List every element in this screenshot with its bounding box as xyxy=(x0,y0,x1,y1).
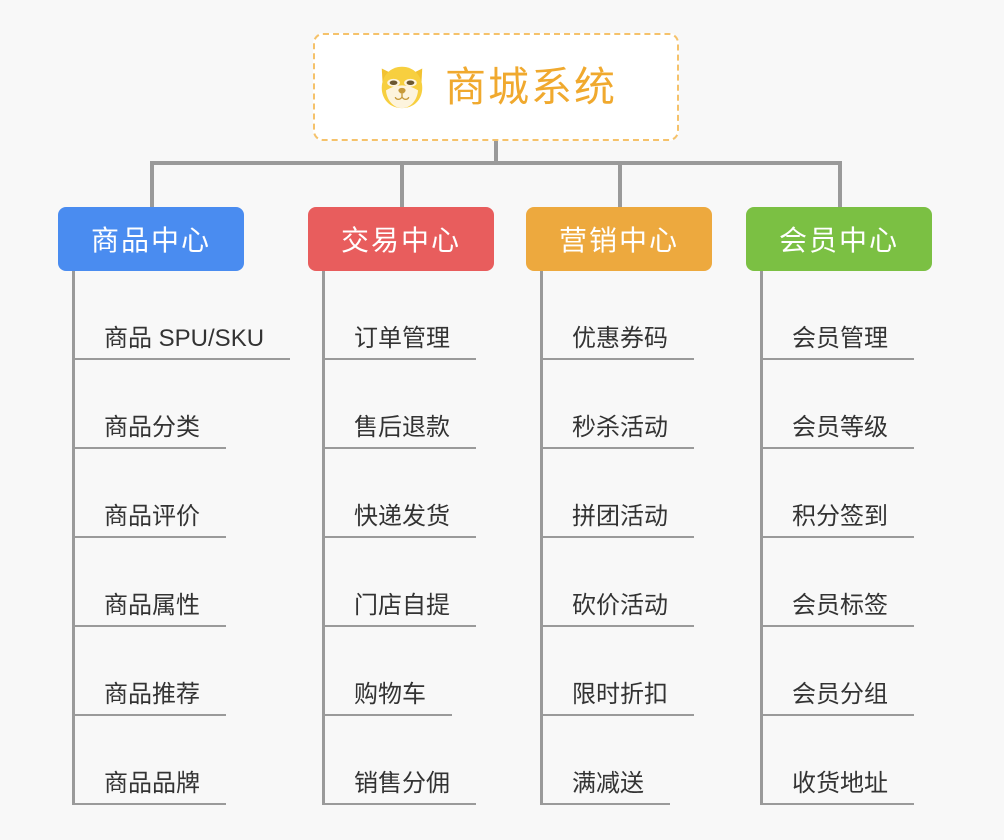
leaf-item[interactable]: 限时折扣 xyxy=(540,627,712,716)
root-title: 商城系统 xyxy=(445,63,617,110)
branch-column-trade-center: 交易中心 订单管理 售后退款 快递发货 门店自提 购物车 销售分佣 xyxy=(308,207,494,805)
leaf-label: 售后退款 xyxy=(322,414,476,449)
connector-drop-3 xyxy=(618,161,622,207)
category-header-member-center[interactable]: 会员中心 xyxy=(746,207,932,271)
leaf-item[interactable]: 会员标签 xyxy=(760,538,932,627)
leaf-item[interactable]: 拼团活动 xyxy=(540,449,712,538)
category-title: 会员中心 xyxy=(778,225,899,256)
category-header-marketing-center[interactable]: 营销中心 xyxy=(526,207,712,271)
leaf-label: 砍价活动 xyxy=(540,592,694,627)
category-title: 商品中心 xyxy=(90,225,211,256)
leaf-label: 优惠券码 xyxy=(540,325,694,360)
leaf-item[interactable]: 满减送 xyxy=(540,716,712,805)
category-header-product-center[interactable]: 商品中心 xyxy=(58,207,244,271)
leaf-label: 商品 SPU/SKU xyxy=(72,325,291,360)
leaf-item[interactable]: 积分签到 xyxy=(760,449,932,538)
leaf-label: 积分签到 xyxy=(760,503,914,538)
leaf-spine xyxy=(760,271,763,805)
leaf-label: 销售分佣 xyxy=(322,770,476,805)
leaf-spine xyxy=(72,271,75,805)
leaf-item[interactable]: 商品 SPU/SKU xyxy=(72,271,291,360)
leaf-label: 商品评价 xyxy=(72,503,226,538)
category-title: 营销中心 xyxy=(558,225,679,256)
leaf-label: 商品分类 xyxy=(72,414,226,449)
leaf-item[interactable]: 购物车 xyxy=(322,627,494,716)
leaf-label: 商品属性 xyxy=(72,592,226,627)
leaf-item[interactable]: 砍价活动 xyxy=(540,538,712,627)
leaf-list: 优惠券码 秒杀活动 拼团活动 砍价活动 限时折扣 满减送 xyxy=(540,271,712,805)
leaf-item[interactable]: 会员分组 xyxy=(760,627,932,716)
leaf-item[interactable]: 商品分类 xyxy=(72,360,290,449)
category-title: 交易中心 xyxy=(340,225,461,256)
leaf-item[interactable]: 优惠券码 xyxy=(540,271,712,360)
leaf-item[interactable]: 门店自提 xyxy=(322,538,494,627)
leaf-item[interactable]: 快递发货 xyxy=(322,449,494,538)
category-header-trade-center[interactable]: 交易中心 xyxy=(308,207,494,271)
leaf-label: 会员等级 xyxy=(760,414,914,449)
connector-drop-1 xyxy=(150,161,154,207)
leaf-label: 门店自提 xyxy=(322,592,476,627)
leaf-item[interactable]: 商品推荐 xyxy=(72,627,290,716)
branch-column-product-center: 商品中心 商品 SPU/SKU 商品分类 商品评价 商品属性 商品推荐 商品品牌 xyxy=(58,207,291,805)
leaf-item[interactable]: 会员管理 xyxy=(760,271,932,360)
leaf-label: 收货地址 xyxy=(760,770,914,805)
leaf-list: 订单管理 售后退款 快递发货 门店自提 购物车 销售分佣 xyxy=(322,271,494,805)
leaf-label: 会员分组 xyxy=(760,681,914,716)
connector-horizontal-bar xyxy=(150,161,842,165)
leaf-label: 商品推荐 xyxy=(72,681,226,716)
leaf-label: 秒杀活动 xyxy=(540,414,694,449)
leaf-list: 商品 SPU/SKU 商品分类 商品评价 商品属性 商品推荐 商品品牌 xyxy=(72,271,291,805)
leaf-label: 会员管理 xyxy=(760,325,914,360)
leaf-item[interactable]: 商品评价 xyxy=(72,449,290,538)
connector-drop-2 xyxy=(400,161,404,207)
leaf-item[interactable]: 会员等级 xyxy=(760,360,932,449)
branch-column-member-center: 会员中心 会员管理 会员等级 积分签到 会员标签 会员分组 收货地址 xyxy=(746,207,932,805)
leaf-spine xyxy=(540,271,543,805)
leaf-item[interactable]: 秒杀活动 xyxy=(540,360,712,449)
shiba-dog-icon xyxy=(381,66,423,109)
leaf-label: 拼团活动 xyxy=(540,503,694,538)
leaf-spine xyxy=(322,271,325,805)
leaf-item[interactable]: 收货地址 xyxy=(760,716,932,805)
leaf-item[interactable]: 售后退款 xyxy=(322,360,494,449)
leaf-label: 限时折扣 xyxy=(540,681,694,716)
leaf-list: 会员管理 会员等级 积分签到 会员标签 会员分组 收货地址 xyxy=(760,271,932,805)
branch-column-marketing-center: 营销中心 优惠券码 秒杀活动 拼团活动 砍价活动 限时折扣 满减送 xyxy=(526,207,712,805)
connector-stem xyxy=(494,141,498,165)
leaf-item[interactable]: 销售分佣 xyxy=(322,716,494,805)
leaf-item[interactable]: 订单管理 xyxy=(322,271,494,360)
leaf-label: 快递发货 xyxy=(322,503,476,538)
leaf-item[interactable]: 商品属性 xyxy=(72,538,290,627)
leaf-label: 满减送 xyxy=(540,770,670,805)
root-node[interactable]: 商城系统 xyxy=(313,33,679,141)
leaf-label: 订单管理 xyxy=(322,325,476,360)
leaf-label: 商品品牌 xyxy=(72,770,226,805)
connector-drop-4 xyxy=(838,161,842,207)
leaf-label: 购物车 xyxy=(322,681,452,716)
leaf-item[interactable]: 商品品牌 xyxy=(72,716,290,805)
leaf-label: 会员标签 xyxy=(760,592,914,627)
